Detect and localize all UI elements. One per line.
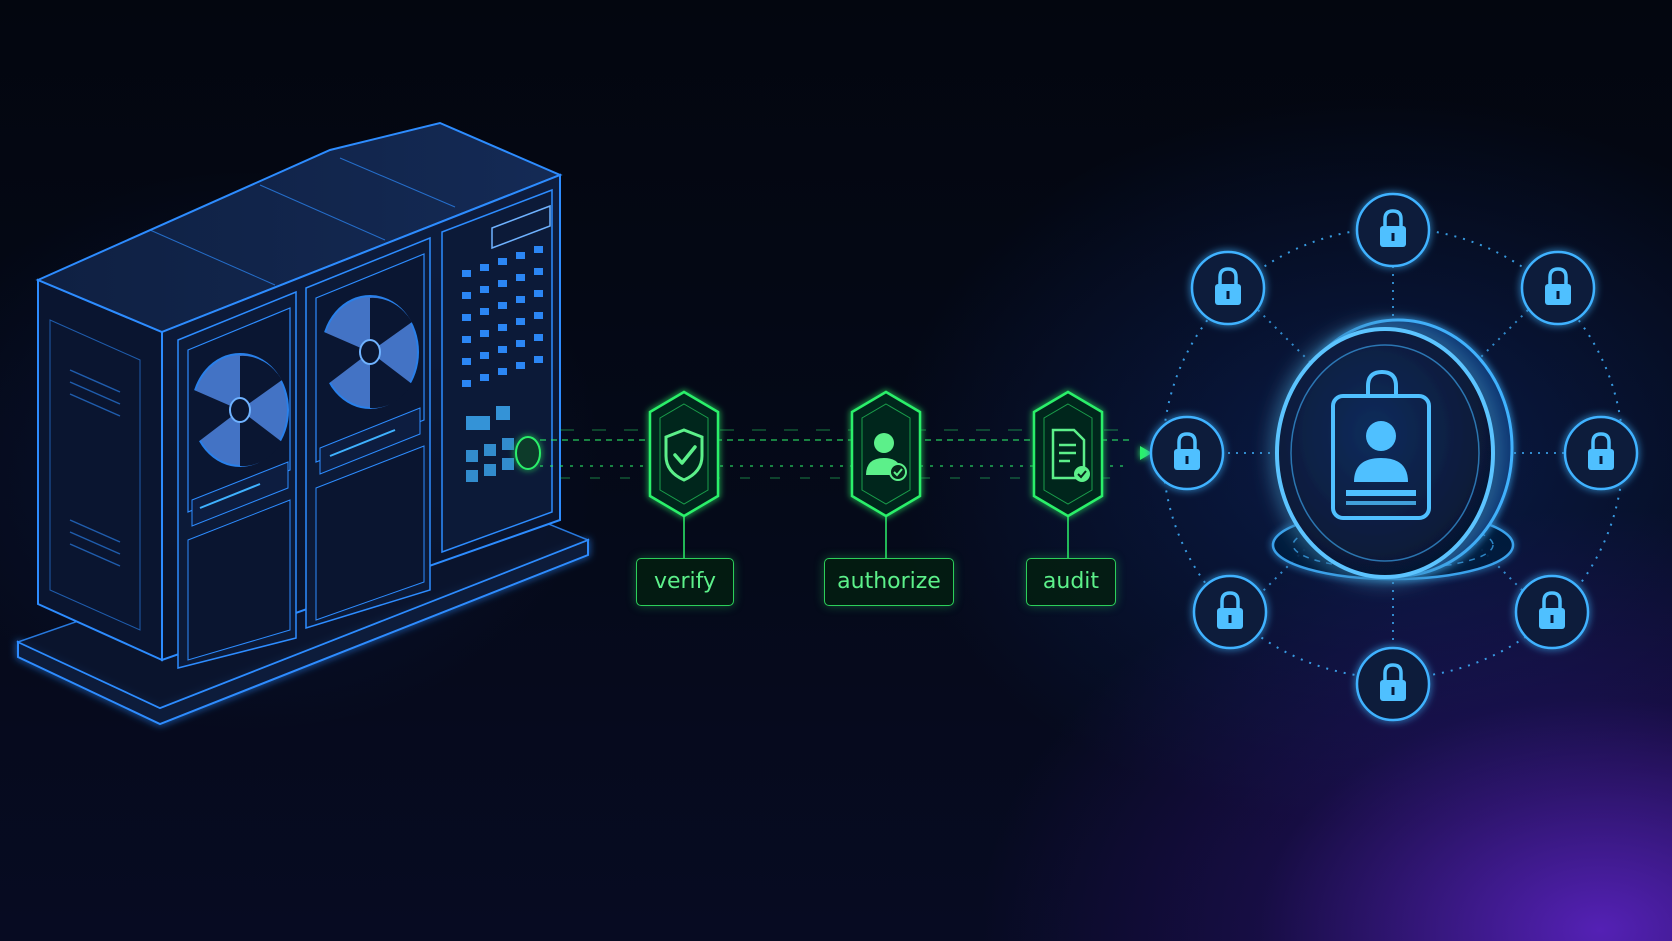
document-check-icon <box>1051 428 1090 482</box>
lock-node <box>1149 415 1225 491</box>
step-authorize-node <box>850 390 922 558</box>
lock-node <box>1192 574 1268 650</box>
lock-node <box>1190 250 1266 326</box>
lock-network <box>1149 192 1639 722</box>
step-audit-node <box>1032 390 1104 558</box>
hub-node <box>1275 318 1514 579</box>
user-check-icon <box>866 433 907 481</box>
tape-reel-icon <box>320 295 419 409</box>
step-verify-node <box>648 390 720 558</box>
padlock-icon <box>1588 432 1614 470</box>
lock-node <box>1355 192 1431 268</box>
id-badge-lock-icon <box>1331 369 1431 520</box>
lock-node <box>1355 646 1431 722</box>
tape-reel-icon <box>190 353 289 467</box>
step-label-authorize: authorize <box>824 558 954 606</box>
lock-node <box>1563 415 1639 491</box>
lock-node <box>1520 250 1596 326</box>
padlock-icon <box>1380 663 1406 701</box>
server-rack <box>16 121 591 726</box>
step-label-verify: verify <box>636 558 734 606</box>
padlock-icon <box>1215 267 1241 305</box>
lock-node <box>1514 574 1590 650</box>
padlock-icon <box>1174 432 1200 470</box>
shield-check-icon <box>664 428 704 482</box>
step-label-audit: audit <box>1026 558 1116 606</box>
padlock-icon <box>1539 591 1565 629</box>
padlock-icon <box>1217 591 1243 629</box>
padlock-icon <box>1545 267 1571 305</box>
padlock-icon <box>1380 209 1406 247</box>
